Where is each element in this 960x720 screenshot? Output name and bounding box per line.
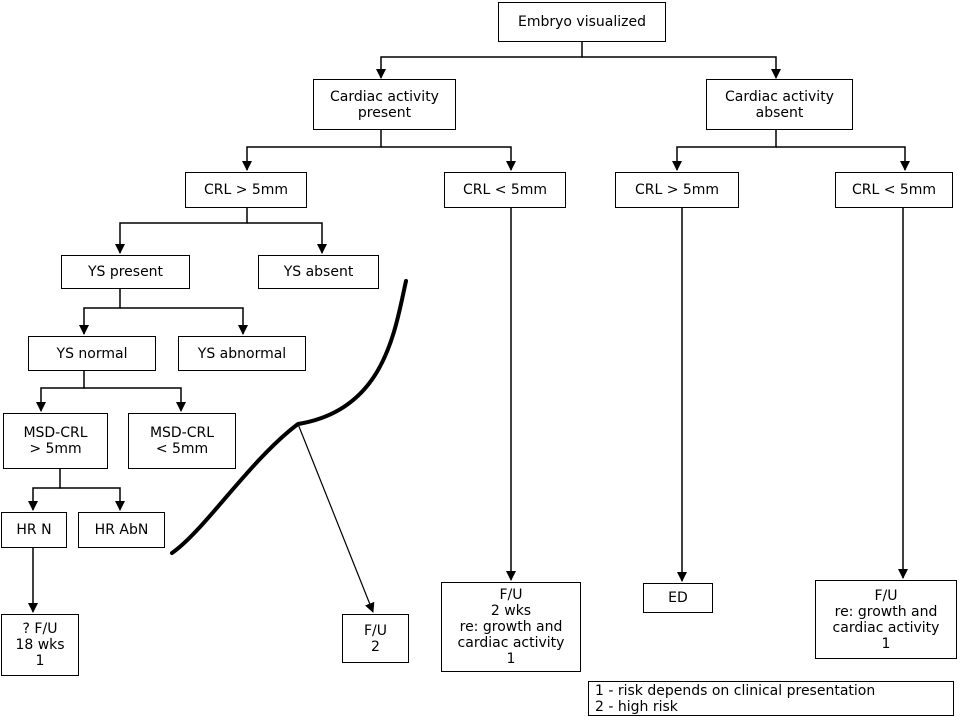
edge-absent-crl-lt (776, 146, 910, 171)
node-ys-normal: YS normal (28, 336, 156, 371)
edge-msd-gt (36, 371, 85, 412)
edge-embryo-cardiac-absent (582, 56, 781, 79)
node-crl-lt-5mm-right: CRL < 5mm (835, 172, 953, 208)
node-ys-absent: YS absent (258, 255, 379, 289)
node-cardiac-activity-present: Cardiac activity present (313, 79, 456, 130)
node-embryo-visualized: Embryo visualized (498, 2, 666, 42)
edge-ys-normal (79, 289, 121, 335)
edge-crl-ys-present (115, 208, 248, 254)
node-fu-18-wks: ? F/U 18 wks 1 (1, 614, 79, 676)
edge-embryo-cardiac-present (376, 42, 583, 79)
curly-bracket (170, 279, 408, 555)
node-ys-present: YS present (61, 255, 190, 289)
edge-ys-abnormal (120, 307, 248, 335)
edge-msd-lt (84, 387, 186, 412)
edge-absent-crl-gt (672, 130, 777, 171)
edge-present-crl-gt (242, 130, 382, 171)
node-crl-lt-5mm-left: CRL < 5mm (444, 172, 566, 208)
node-msd-crl-gt-5mm: MSD-CRL > 5mm (3, 413, 108, 469)
node-ed: ED (643, 583, 713, 613)
node-crl-gt-5mm-right: CRL > 5mm (615, 172, 739, 208)
legend-line-1: 1 - risk depends on clinical presentatio… (595, 683, 876, 699)
node-fu-2-wks-growth-cardiac: F/U 2 wks re: growth and cardiac activit… (441, 582, 581, 672)
edge-hr-abn (60, 487, 125, 511)
edge-present-crl-lt (381, 146, 516, 171)
node-hr-n: HR N (1, 512, 67, 548)
edge-bracket-fu-2 (297, 423, 375, 613)
node-fu-2: F/U 2 (342, 614, 409, 663)
node-crl-gt-5mm-left: CRL > 5mm (185, 172, 307, 208)
edge-crl-ys-absent (247, 222, 327, 254)
node-hr-abn: HR AbN (78, 512, 165, 548)
legend-line-2: 2 - high risk (595, 699, 678, 715)
node-cardiac-activity-absent: Cardiac activity absent (706, 79, 853, 130)
node-msd-crl-lt-5mm: MSD-CRL < 5mm (128, 413, 236, 469)
node-fu-growth-cardiac-right: F/U re: growth and cardiac activity 1 (815, 580, 957, 659)
edge-hr-n (28, 469, 61, 511)
node-ys-abnormal: YS abnormal (178, 336, 306, 371)
legend-box: 1 - risk depends on clinical presentatio… (588, 681, 954, 716)
